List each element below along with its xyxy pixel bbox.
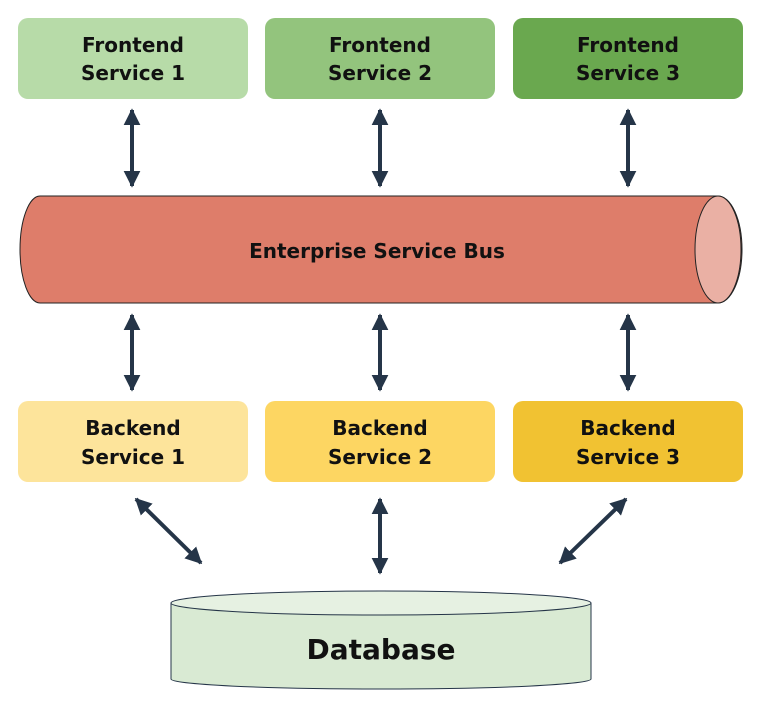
backend-service-3-label: Backend xyxy=(580,416,675,440)
frontend-service-1-label: Frontend xyxy=(82,33,184,57)
frontend-service-2: Frontend Service 2 xyxy=(265,18,495,99)
backend-service-2-sublabel: Service 2 xyxy=(328,445,432,469)
frontend-service-2-label: Frontend xyxy=(329,33,431,57)
arrow-backend1-database xyxy=(134,497,203,565)
backend-service-1-sublabel: Service 1 xyxy=(81,445,185,469)
database-label: Database xyxy=(306,633,455,666)
frontend-service-1: Frontend Service 1 xyxy=(18,18,248,99)
backend-service-1: Backend Service 1 xyxy=(18,401,248,482)
backend-service-2-label: Backend xyxy=(332,416,427,440)
enterprise-service-bus: Enterprise Service Bus xyxy=(19,195,743,304)
frontend-service-2-sublabel: Service 2 xyxy=(328,61,432,85)
frontend-service-3-label: Frontend xyxy=(577,33,679,57)
backend-service-1-label: Backend xyxy=(85,416,180,440)
frontend-service-1-sublabel: Service 1 xyxy=(81,61,185,85)
backend-service-2: Backend Service 2 xyxy=(265,401,495,482)
database: Database xyxy=(170,590,592,690)
bus-label: Enterprise Service Bus xyxy=(249,239,505,263)
arrow-backend3-database xyxy=(558,497,628,565)
frontend-service-3: Frontend Service 3 xyxy=(513,18,743,99)
backend-service-3: Backend Service 3 xyxy=(513,401,743,482)
backend-service-3-sublabel: Service 3 xyxy=(576,445,680,469)
frontend-service-3-sublabel: Service 3 xyxy=(576,61,680,85)
